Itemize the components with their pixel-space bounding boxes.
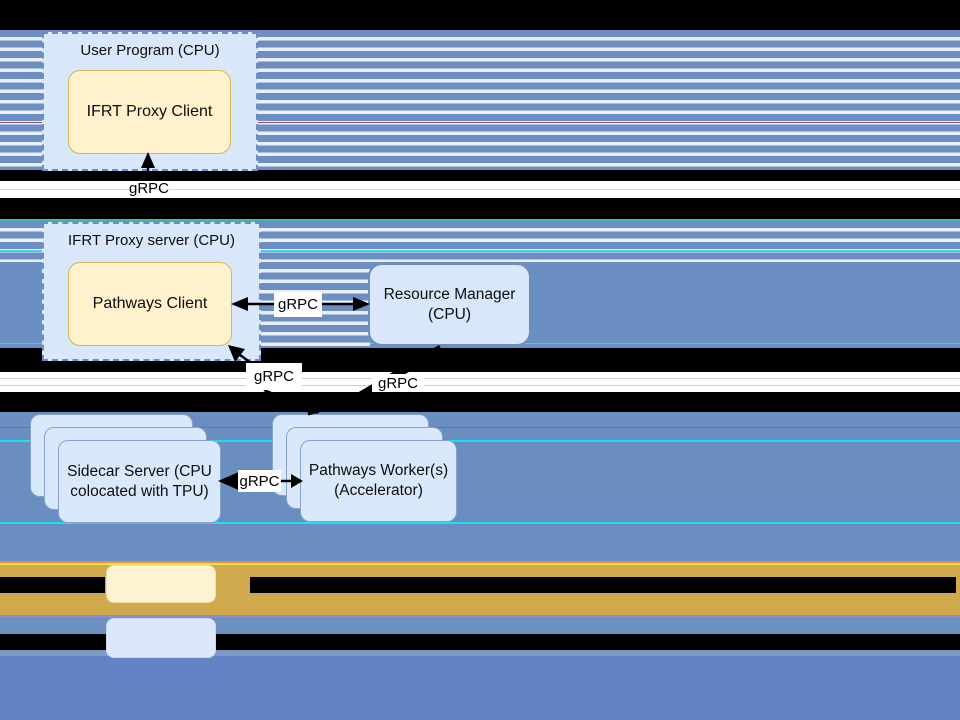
pathways-client-label: Pathways Client	[92, 295, 208, 312]
resource-manager-line1: Resource Manager	[383, 285, 516, 303]
sidecar-label-line2: colocated with TPU)	[70, 482, 209, 500]
legend-blue-swatch	[106, 618, 216, 658]
grpc-label-sidecar-worker: gRPC	[238, 470, 281, 492]
bg-blue-band-bottom	[0, 656, 960, 720]
ifrt-proxy-client-box: IFRT Proxy Client	[68, 70, 231, 154]
bg-black-band-3	[0, 198, 960, 221]
grpc-label-client: gRPC	[129, 180, 170, 197]
bg-yellow-hairline	[0, 563, 960, 565]
bg-orange-hairline	[0, 561, 960, 563]
bg-black-band-5	[0, 392, 960, 412]
bg-teal-hairline-2	[0, 621, 960, 622]
ifrt-proxy-client-label: IFRT Proxy Client	[86, 103, 213, 120]
pathways-client-box: Pathways Client	[68, 262, 232, 346]
redacted-legend-text-bar	[250, 577, 956, 593]
bg-cyan-hairline-1	[0, 250, 960, 252]
bg-white-band-2	[0, 372, 960, 392]
sidecar-stack-card-front: Sidecar Server (CPU colocated with TPU)	[58, 440, 221, 523]
bg-cyan-hairline-2	[0, 440, 960, 442]
bg-gray-hairline-3	[0, 385, 960, 386]
bg-black-band-top	[0, 0, 960, 30]
resource-manager-line2: (CPU)	[427, 305, 472, 323]
worker-label-line2: (Accelerator)	[334, 482, 423, 499]
redacted-legend-text-bar	[0, 634, 105, 650]
redacted-legend-text-bar	[0, 577, 105, 593]
bg-black-band-2	[0, 170, 960, 181]
sidecar-label-line1: Sidecar Server (CPU	[67, 462, 212, 480]
legend-yellow-swatch	[106, 565, 216, 603]
bg-teal-hairline-1	[0, 219, 960, 221]
bg-bluegray-line	[0, 650, 960, 656]
bg-cyan-hairline-3	[0, 522, 960, 524]
bg-red-hairline	[0, 122, 960, 123]
grpc-label-pathways: gRPC	[246, 363, 302, 390]
bg-teal-hairline-3	[0, 627, 960, 628]
bg-gray-hairline-1	[0, 189, 960, 190]
resource-manager-box: Resource Manager (CPU)	[368, 263, 531, 346]
user-program-title: User Program (CPU)	[80, 42, 220, 59]
bg-gray-hairline-4	[0, 427, 960, 428]
worker-stack-card-front: Pathways Worker(s) (Accelerator)	[300, 440, 457, 522]
redacted-legend-text-bar	[248, 634, 957, 650]
grpc-label-resource-down: gRPC	[372, 374, 424, 392]
worker-label-line1: Pathways Worker(s)	[308, 462, 449, 479]
ifrt-proxy-server-title: IFRT Proxy server (CPU)	[68, 232, 235, 249]
bg-purple-hairline	[0, 615, 960, 618]
bg-blue-band-3	[0, 618, 960, 634]
grpc-label-resource: gRPC	[274, 292, 322, 317]
bg-gray-hairline-2	[0, 378, 960, 379]
